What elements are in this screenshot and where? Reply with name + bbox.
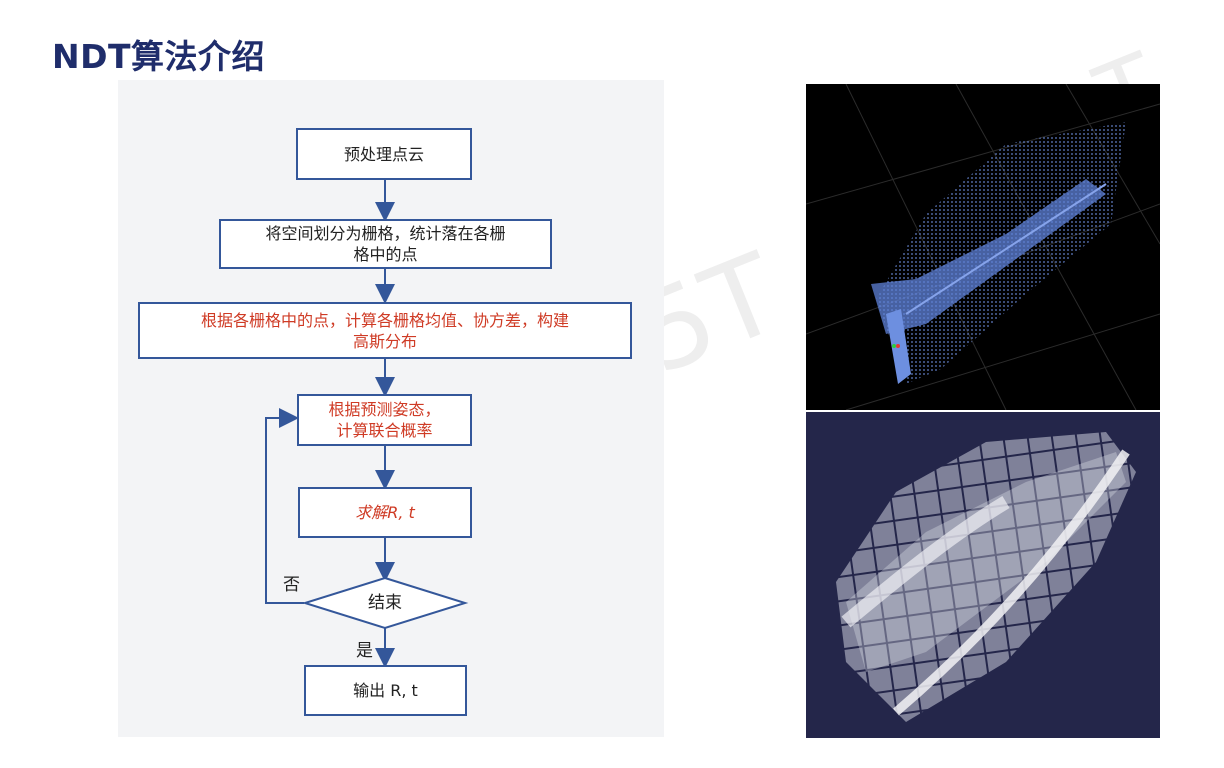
flow-step-preprocess: 预处理点云 bbox=[296, 128, 472, 180]
decision-diamond bbox=[301, 576, 469, 630]
step-label-line2: 计算联合概率 bbox=[336, 421, 433, 440]
yes-label: 是 bbox=[356, 641, 373, 661]
step-label: 预处理点云 bbox=[343, 144, 424, 164]
ndt-voxel-image bbox=[806, 412, 1160, 738]
step-label: 求解R, t bbox=[355, 503, 415, 522]
flow-step-gaussian: 根据各栅格中的点，计算各栅格均值、协方差，构建 高斯分布 bbox=[138, 302, 632, 359]
flow-step-solve: 求解R, t bbox=[298, 487, 472, 538]
step-label-line2: 格中的点 bbox=[353, 245, 418, 264]
flowchart-connectors bbox=[265, 180, 469, 668]
flow-step-grid-partition: 将空间划分为栅格，统计落在各栅 格中的点 bbox=[219, 219, 552, 269]
step-label-line1: 根据预测姿态， bbox=[328, 400, 441, 419]
loop-back-arrow bbox=[265, 408, 304, 604]
step-label-line1: 根据各栅格中的点，计算各栅格均值、协方差，构建 bbox=[200, 310, 569, 330]
decision-label: 结束 bbox=[368, 593, 402, 613]
flow-step-joint-probability: 根据预测姿态， 计算联合概率 bbox=[297, 394, 472, 446]
step-label: 输出 R, t bbox=[353, 681, 418, 700]
step-label-line1: 将空间划分为栅格，统计落在各栅 bbox=[265, 224, 506, 243]
step-label-line2: 高斯分布 bbox=[352, 331, 417, 351]
page-title: NDT算法介绍 bbox=[52, 37, 266, 76]
no-label: 否 bbox=[283, 575, 300, 595]
point-cloud-image bbox=[806, 84, 1160, 410]
flow-step-output: 输出 R, t bbox=[304, 665, 467, 716]
